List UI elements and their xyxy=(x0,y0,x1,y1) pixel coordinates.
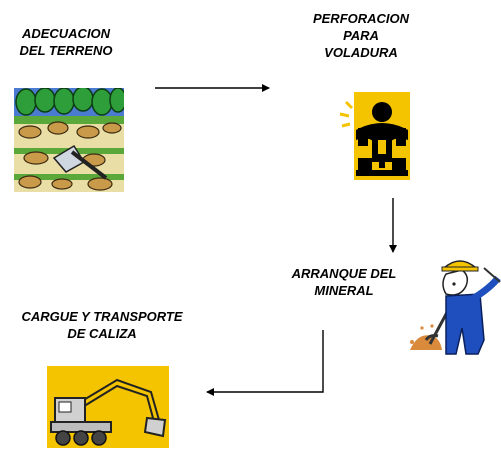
step-label-adecuacion: ADECUACION DEL TERRENO xyxy=(4,25,128,59)
step-label-arranque: ARRANQUE DEL MINERAL xyxy=(276,265,412,299)
step-label-line: MINERAL xyxy=(314,283,374,298)
miner-with-pickaxe-icon xyxy=(402,248,501,358)
tree-stumps-axe-icon xyxy=(14,88,124,192)
arrow-left xyxy=(206,330,324,396)
step-label-line: CARGUE Y TRANSPORTE xyxy=(21,309,183,324)
step-label-cargue: CARGUE Y TRANSPORTE DE CALIZA xyxy=(2,308,202,342)
step-label-line: DE CALIZA xyxy=(67,326,137,341)
step-label-line: PARA xyxy=(343,28,379,43)
step-label-perforacion: PERFORACION PARA VOLADURA xyxy=(306,10,416,61)
jackhammer-worker-icon xyxy=(322,92,414,180)
step-label-line: ARRANQUE DEL xyxy=(291,266,397,281)
step-label-line: DEL TERRENO xyxy=(19,43,113,58)
excavator-icon xyxy=(47,366,169,448)
step-label-line: PERFORACION xyxy=(312,11,410,26)
step-label-line: ADECUACION xyxy=(21,26,111,41)
step-label-line: VOLADURA xyxy=(324,45,398,60)
